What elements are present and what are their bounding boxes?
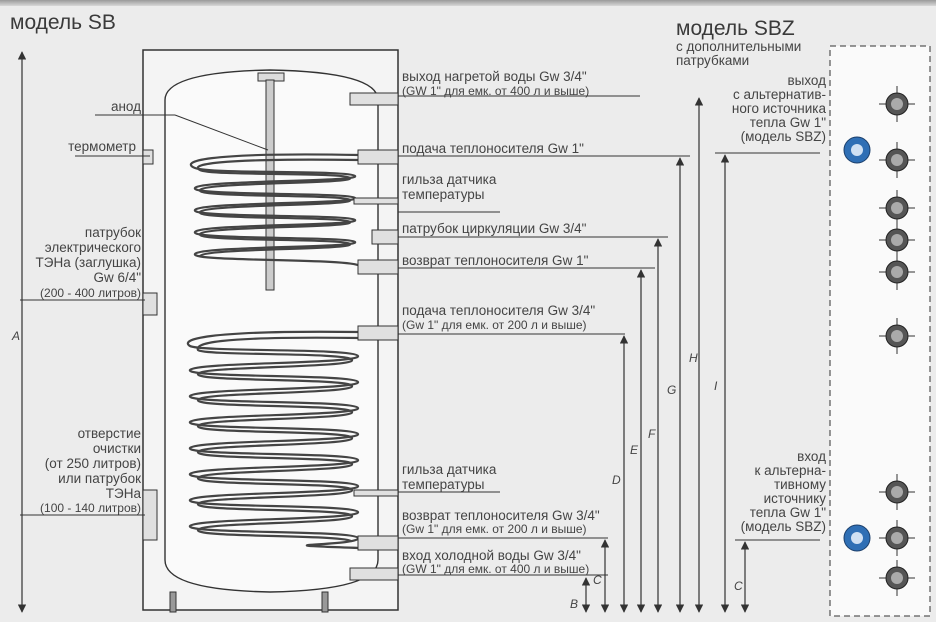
tank-foot <box>321 591 329 613</box>
label-heater-4: Gw 6/4" <box>93 270 141 285</box>
label-anode: анод <box>110 99 141 114</box>
label-cleaning-2: очистки <box>92 441 141 456</box>
label-heater-1: патрубок <box>84 225 141 240</box>
title-sbz-sub2: патрубками <box>676 53 750 68</box>
label-sensor-1a: гильза датчика <box>402 172 497 187</box>
label-alt-in-5: тепла Gw 1" <box>749 505 826 520</box>
dim-label-f: F <box>648 427 656 441</box>
dimension-lines <box>17 51 750 613</box>
label-heater-5: (200 - 400 литров) <box>40 286 141 300</box>
tank-foot <box>169 591 177 613</box>
label-alt-out-1: выход <box>787 73 826 88</box>
label-thermometer: термометр <box>68 139 136 154</box>
top-bar <box>0 0 936 6</box>
title-sbz: модель SBZ <box>676 17 795 40</box>
label-supply-1: подача теплоносителя Gw 1" <box>402 141 584 156</box>
label-hot-out: выход нагретой воды Gw 3/4" <box>402 69 587 84</box>
title-sbz-sub1: с дополнительными <box>676 39 802 54</box>
dim-label-i: I <box>714 379 718 393</box>
label-heater-3: ТЭНа (заглушка) <box>35 255 141 270</box>
right-leaders <box>398 95 820 576</box>
label-supply-2: подача теплоносителя Gw 3/4" <box>402 303 596 318</box>
label-supply-2-note: (Gw 1" для емк. от 200 л и выше) <box>402 318 587 332</box>
label-alt-in-6: (модель SBZ) <box>740 519 826 534</box>
sbz-panel <box>829 45 931 617</box>
right-fittings <box>349 92 399 581</box>
label-cold-in-note: (GW 1" для емк. от 400 л и выше) <box>402 562 590 576</box>
label-sensor-2b: температуры <box>402 477 485 492</box>
label-hot-out-note: (GW 1" для емк. от 400 л и выше) <box>402 84 590 98</box>
label-cleaning-4: или патрубок <box>58 471 141 486</box>
dim-label-c: C <box>593 573 602 587</box>
anode-rod <box>265 79 275 291</box>
label-return-2-note: (Gw 1" для емк. от 200 л и выше) <box>402 522 587 536</box>
label-alt-in-4: источнику <box>763 491 826 506</box>
label-cleaning-1: отверстие <box>77 426 141 441</box>
label-circulation: патрубок циркуляции Gw 3/4" <box>402 221 587 236</box>
label-alt-out-3: ного источника <box>731 101 826 116</box>
label-alt-out-5: (модель SBZ) <box>740 129 826 144</box>
dim-label-a: A <box>12 329 21 343</box>
label-return-2: возврат теплоносителя Gw 3/4" <box>402 508 600 523</box>
label-alt-out-4: тепла Gw 1" <box>749 115 826 130</box>
left-fittings <box>142 149 158 541</box>
label-alt-in-1: вход <box>797 449 826 464</box>
blue-fitting-in <box>843 524 871 552</box>
lower-coil <box>186 330 361 550</box>
label-cleaning-3: (от 250 литров) <box>44 456 141 471</box>
upper-coil <box>189 153 361 268</box>
dim-label-c2: C <box>734 579 743 593</box>
label-sensor-1b: температуры <box>402 187 485 202</box>
sbz-ports <box>879 86 915 596</box>
label-heater-2: электрического <box>44 240 141 255</box>
label-return-1: возврат теплоносителя Gw 1" <box>402 253 589 268</box>
dim-label-h: H <box>689 351 698 365</box>
label-cleaning-6: (100 - 140 литров) <box>40 501 141 515</box>
label-cold-in: вход холодной воды Gw 3/4" <box>402 548 581 563</box>
label-alt-out-2: с альтернатив- <box>733 87 826 102</box>
dim-label-e: E <box>630 443 639 457</box>
blue-fitting-out <box>843 136 871 164</box>
dim-label-g: G <box>667 383 677 397</box>
label-alt-in-2: к альтерна- <box>754 463 826 478</box>
label-alt-in-3: тивному <box>773 477 826 492</box>
label-sensor-2a: гильза датчика <box>402 462 497 477</box>
title-sb: модель SB <box>10 11 116 34</box>
left-leaders <box>20 114 269 516</box>
dim-label-d: D <box>612 473 621 487</box>
tank-vessel <box>164 69 379 593</box>
dim-label-b: B <box>570 597 579 611</box>
label-cleaning-5: ТЭНа <box>105 486 141 501</box>
